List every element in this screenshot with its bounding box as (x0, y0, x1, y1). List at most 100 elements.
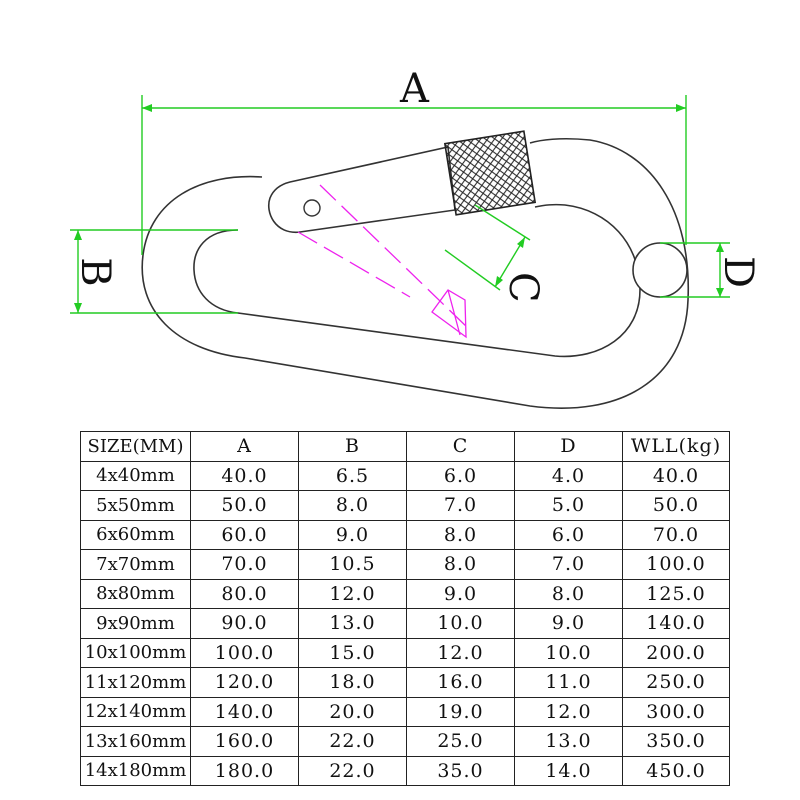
table-header-row: SIZE(MM) A B C D WLL(kg) (80, 431, 730, 462)
c-cell: 19.0 (406, 696, 515, 727)
b-cell: 6.5 (298, 460, 407, 491)
wll-cell: 140.0 (622, 608, 730, 639)
b-cell: 8.0 (298, 490, 407, 521)
size-cell: 9x90mm (80, 608, 191, 639)
dimension-a (141, 95, 687, 255)
carabiner-gate (268, 130, 537, 233)
d-cell: 7.0 (514, 549, 623, 580)
a-cell: 80.0 (190, 578, 299, 609)
size-cell: 10x100mm (80, 637, 191, 668)
d-cell: 10.0 (514, 637, 623, 668)
label-d: D (715, 256, 761, 288)
c-cell: 16.0 (406, 667, 515, 698)
knurled-sleeve (443, 130, 537, 216)
c-cell: 12.0 (406, 637, 515, 668)
wll-cell: 350.0 (622, 726, 730, 757)
b-cell: 10.5 (298, 549, 407, 580)
size-cell: 7x70mm (80, 549, 191, 580)
d-cell: 11.0 (514, 667, 623, 698)
label-c: C (500, 272, 546, 303)
c-cell: 7.0 (406, 490, 515, 521)
wll-cell: 200.0 (622, 637, 730, 668)
b-cell: 22.0 (298, 755, 407, 786)
gate-opening-guide (297, 184, 471, 339)
b-cell: 13.0 (298, 608, 407, 639)
d-cell: 13.0 (514, 726, 623, 757)
label-b: B (72, 257, 118, 286)
wll-cell: 70.0 (622, 519, 730, 550)
c-cell: 25.0 (406, 726, 515, 757)
b-cell: 15.0 (298, 637, 407, 668)
header-d: D (514, 431, 623, 462)
dimension-b (70, 229, 238, 314)
d-cell: 9.0 (514, 608, 623, 639)
size-cell: 8x80mm (80, 578, 191, 609)
b-cell: 20.0 (298, 696, 407, 727)
label-a: A (399, 66, 430, 112)
a-cell: 90.0 (190, 608, 299, 639)
header-size: SIZE(MM) (80, 431, 191, 462)
header-a: A (190, 431, 299, 462)
header-c: C (406, 431, 515, 462)
b-cell: 12.0 (298, 578, 407, 609)
d-cell: 8.0 (514, 578, 623, 609)
gate-pin (303, 199, 321, 217)
b-cell: 18.0 (298, 667, 407, 698)
wll-cell: 50.0 (622, 490, 730, 521)
b-cell: 22.0 (298, 726, 407, 757)
a-cell: 70.0 (190, 549, 299, 580)
carabiner-body (141, 137, 689, 409)
wll-cell: 250.0 (622, 667, 730, 698)
header-b: B (298, 431, 407, 462)
wll-cell: 125.0 (622, 578, 730, 609)
c-cell: 35.0 (406, 755, 515, 786)
size-cell: 14x180mm (80, 755, 191, 786)
d-cell: 6.0 (514, 519, 623, 550)
size-cell: 5x50mm (80, 490, 191, 521)
a-cell: 180.0 (190, 755, 299, 786)
d-cell: 14.0 (514, 755, 623, 786)
a-cell: 140.0 (190, 696, 299, 727)
a-cell: 60.0 (190, 519, 299, 550)
dimension-d (660, 242, 730, 298)
a-cell: 160.0 (190, 726, 299, 757)
size-cell: 12x140mm (80, 696, 191, 727)
size-cell: 4x40mm (80, 460, 191, 491)
wll-cell: 100.0 (622, 549, 730, 580)
a-cell: 120.0 (190, 667, 299, 698)
size-cell: 11x120mm (80, 667, 191, 698)
size-cell: 13x160mm (80, 726, 191, 757)
header-wll: WLL(kg) (622, 431, 730, 462)
c-cell: 6.0 (406, 460, 515, 491)
carabiner-diagram: A B C D (70, 66, 761, 409)
b-cell: 9.0 (298, 519, 407, 550)
c-cell: 8.0 (406, 519, 515, 550)
d-cell: 5.0 (514, 490, 623, 521)
c-cell: 9.0 (406, 578, 515, 609)
d-cell: 12.0 (514, 696, 623, 727)
d-cell: 4.0 (514, 460, 623, 491)
wire-ring (632, 242, 688, 298)
dimension-c (444, 204, 531, 291)
wll-cell: 40.0 (622, 460, 730, 491)
wll-cell: 300.0 (622, 696, 730, 727)
size-cell: 6x60mm (80, 519, 191, 550)
a-cell: 100.0 (190, 637, 299, 668)
wll-cell: 450.0 (622, 755, 730, 786)
c-cell: 10.0 (406, 608, 515, 639)
a-cell: 50.0 (190, 490, 299, 521)
a-cell: 40.0 (190, 460, 299, 491)
